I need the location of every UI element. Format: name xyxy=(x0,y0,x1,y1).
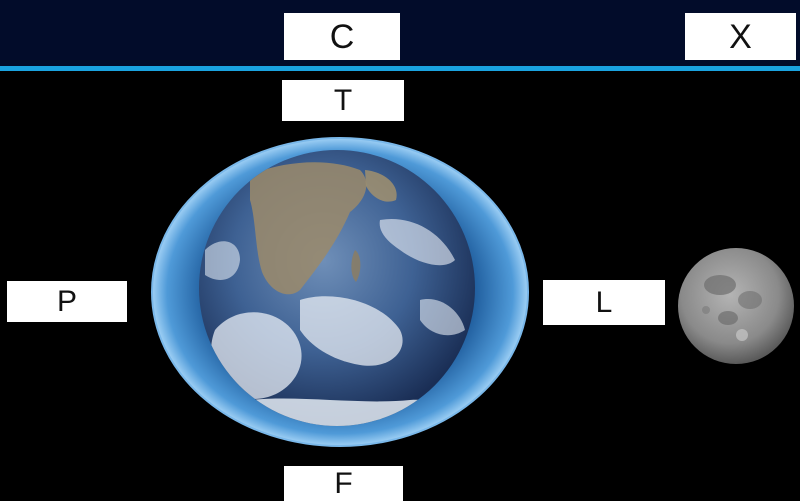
label-c: C xyxy=(284,13,400,60)
earth-icon xyxy=(199,150,475,426)
label-p: P xyxy=(7,281,127,322)
moon-icon xyxy=(678,248,794,364)
header-bar xyxy=(0,0,800,66)
label-t: T xyxy=(282,80,404,121)
label-l: L xyxy=(543,280,665,325)
header-divider xyxy=(0,66,800,71)
label-f: F xyxy=(284,466,403,501)
label-x: X xyxy=(685,13,796,60)
